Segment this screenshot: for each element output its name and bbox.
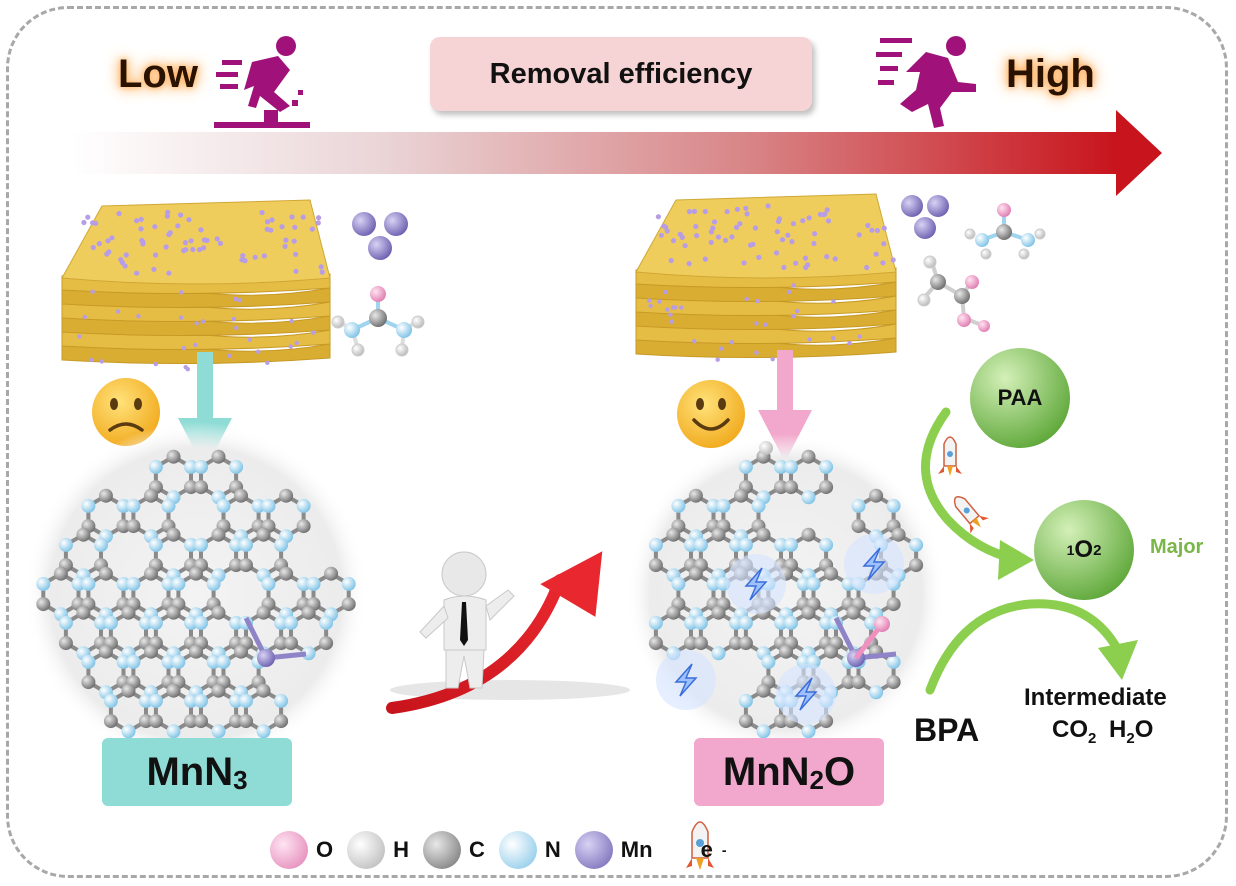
legend-label-o: O	[316, 837, 334, 862]
carbon-ball-icon	[423, 831, 462, 869]
molecule-left	[331, 286, 425, 357]
rocket-icon	[953, 496, 989, 534]
mnn3-base: MnN	[146, 749, 234, 794]
mnn2o-base: MnN	[722, 749, 810, 794]
layered-sheets-left	[61, 199, 331, 372]
mnn2o-sub: 2	[809, 764, 824, 795]
h2o-sub: 2	[1126, 729, 1135, 747]
rocket-icon	[686, 821, 714, 870]
legend-item-o: O	[270, 831, 333, 869]
paa-circle	[970, 348, 1070, 448]
removal-efficiency-title: Removal efficiency	[430, 37, 812, 111]
electron-base: e	[700, 837, 713, 862]
green-arrow-paa-to-o2	[921, 407, 1034, 580]
h2o-tail: O	[1134, 716, 1154, 743]
nitrogen-ball-icon	[498, 831, 537, 869]
legend-label-c: C	[469, 837, 485, 862]
rocket-icon	[938, 436, 962, 476]
co2-base: CO	[1052, 716, 1088, 743]
h2o-base: H	[1109, 716, 1127, 743]
products-label: CO2 H2O	[1052, 716, 1153, 747]
co2-sub: 2	[1088, 729, 1097, 747]
person-figure	[419, 551, 515, 689]
bpa-label: BPA	[914, 712, 980, 748]
legend-item-n: N	[498, 831, 561, 869]
sad-face-icon	[92, 378, 160, 446]
singlet-base: O	[1074, 536, 1094, 563]
mn-atoms-left	[352, 212, 408, 260]
lattice-mnn3	[24, 422, 368, 766]
hydrogen-ball-icon	[347, 831, 386, 869]
legend-label-mn: Mn	[620, 837, 653, 862]
singlet-sup: 1	[1066, 542, 1075, 558]
legend-label-h: H	[393, 837, 410, 862]
manganese-ball-icon	[574, 831, 613, 869]
legend-item-h: H	[347, 831, 409, 869]
legend-item-mn: Mn	[574, 831, 653, 869]
smile-face-icon	[677, 380, 745, 448]
singlet-sub: 2	[1093, 541, 1102, 559]
major-label: Major	[1150, 536, 1204, 558]
legend-label-n: N	[544, 837, 561, 862]
efficiency-arrow	[72, 110, 1162, 196]
high-label: High	[1006, 52, 1095, 96]
low-label: Low	[118, 52, 198, 96]
mnn2o-tail: O	[823, 749, 856, 794]
legend-item-electron: e-	[701, 837, 727, 863]
singlet-oxygen-circle	[1034, 500, 1134, 600]
intermediate-label: Intermediate	[1024, 684, 1167, 711]
removal-efficiency-text: Removal efficiency	[489, 57, 753, 90]
molecule-paa	[917, 255, 990, 332]
paa-label: PAA	[997, 385, 1043, 410]
layered-sheets-right	[635, 193, 897, 362]
running-person-icon	[214, 36, 310, 128]
running-person-icon	[876, 36, 976, 128]
electron-sup: -	[721, 842, 727, 858]
oxygen-ball-icon	[270, 831, 308, 869]
green-arrow-bpa	[925, 599, 1138, 695]
molecule-right-top	[964, 203, 1046, 260]
lattice-mnn2o	[626, 434, 946, 754]
atom-legend: O H C N Mn e-	[270, 828, 732, 872]
legend-item-c: C	[423, 831, 485, 869]
mnn3-sub: 3	[233, 764, 248, 795]
dashed-frame	[6, 6, 1228, 878]
mn-atoms-right	[901, 195, 949, 239]
